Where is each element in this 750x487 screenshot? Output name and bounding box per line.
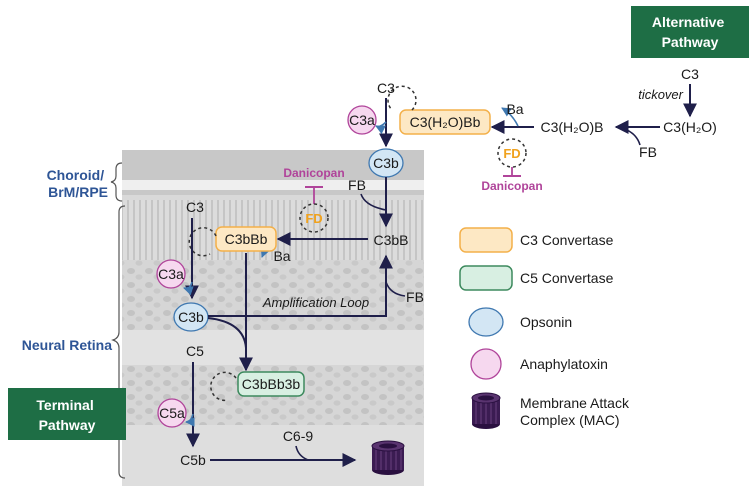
svg-text:Terminal Pathway: Terminal Pathway [36,397,97,433]
amp-fb-right-label: FB [406,289,424,305]
alt-ba-arrow [501,107,519,127]
c5-convertase-icon [459,265,513,291]
amp-danicopan-label: Danicopan [283,166,344,180]
mac-icon [371,440,405,475]
amp-fd-label: FD [305,211,322,226]
anaphylatoxin-icon [470,348,502,380]
choroid-brace [110,162,123,202]
alt-fd-cycle [497,138,527,168]
amp-fb-left-label: FB [348,177,366,193]
alt-danicopan-label: Danicopan [481,179,542,193]
c5a-label: C5a [159,405,185,421]
legend: C3 Convertase C5 Convertase Opsonin Anap… [459,227,633,429]
top-c3a-label: C3a [349,112,375,128]
c6-9-label: C6-9 [283,428,314,444]
amp-c3b-label: C3b [178,309,204,325]
alt-fd-label: FD [503,146,520,161]
amplification-loop-label: Amplification Loop [262,295,369,310]
alt-fb-label: FB [639,144,657,160]
alternative-pathway-box: Alternative Pathway [631,6,749,58]
c5a-circle [157,398,187,428]
legend-mac-icon [471,392,501,429]
legend-c3-convertase: C3 Convertase [520,232,614,248]
choroid-label: Choroid/ BrM/RPE [47,167,108,200]
c5a-release-arrow [185,413,195,427]
c3h2ob-label: C3(H₂O)B [541,119,604,135]
amp-c3a-label: C3a [158,266,184,282]
c3h2o-label: C3(H₂O) [663,119,717,135]
c5-label: C5 [186,343,204,359]
tickover-label: tickover [638,87,683,102]
terminal-pathway-box: Terminal Pathway [8,388,126,440]
top-c3-label: C3 [377,80,395,96]
c5-cleavage-cycle [210,371,237,402]
c3bbb3b-label: C3bBb3b [242,376,301,392]
amplification-loop-arrow [208,254,393,317]
c3h2obb-label: C3(H₂O)Bb [410,114,481,130]
alt-c3-label: C3 [681,66,699,82]
retina-background [122,150,424,486]
svg-text:Alternative Pathway: Alternative Pathway [652,14,728,50]
top-c3a-circle [347,105,377,135]
amp-c3-label: C3 [186,199,204,215]
amp-c3-convertase-box [215,226,277,252]
alt-fb-curve [617,126,641,146]
alt-ba-label: Ba [506,101,523,117]
c6-9-curve [295,445,309,461]
amp-c3a-release-arrow [183,281,194,296]
legend-opsonin: Opsonin [520,314,572,330]
legend-mac: Membrane Attack Complex (MAC) [520,395,633,428]
legend-c5-convertase: C5 Convertase [520,270,614,286]
amp-c3a-circle [156,259,186,289]
neural-retina-label: Neural Retina [22,337,112,353]
c5b-label: C5b [180,452,206,468]
legend-anaphylatoxin: Anaphylatoxin [520,356,608,372]
alt-cleavage-cycle [387,85,417,111]
amp-fb-right-curve [385,281,406,297]
amp-ba-label: Ba [273,248,290,264]
amp-fb-left-curve [360,193,387,211]
c5-convertase-box [237,371,305,397]
top-c3b-label: C3b [373,155,399,171]
top-c3a-release-arrow [375,121,387,135]
opsonin-icon [468,307,504,337]
c3bbb-label: C3bBb [225,231,268,247]
c3bb-label: C3bB [373,232,408,248]
amp-fd-cycle [299,203,329,233]
alt-c3-convertase-box [399,109,491,135]
c3-convertase-icon [459,227,513,253]
c3b-join-curve [207,317,247,349]
neural-retina-brace [111,205,126,479]
